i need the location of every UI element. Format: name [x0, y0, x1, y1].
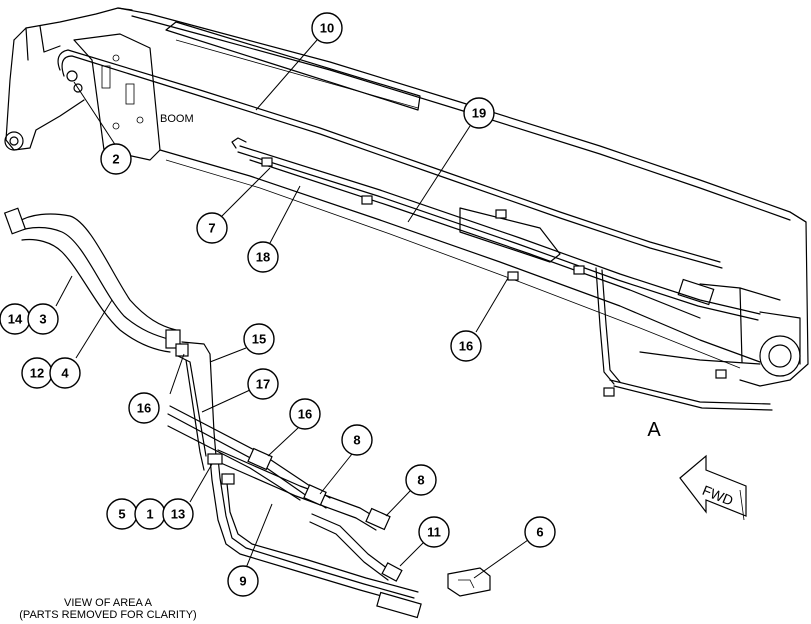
svg-text:11: 11: [427, 525, 441, 540]
svg-text:8: 8: [417, 473, 424, 488]
callout-8-lower: 8: [405, 464, 437, 496]
area-label: A: [647, 419, 661, 441]
callout-8-upper: 8: [341, 424, 373, 456]
callout-6: 6: [524, 516, 556, 548]
callout-18: 18: [247, 241, 279, 273]
svg-text:18: 18: [256, 250, 270, 265]
view-title: VIEW OF AREA A: [64, 597, 153, 609]
callout-5: 5: [106, 498, 138, 530]
callout-9: 9: [227, 565, 259, 597]
fwd-arrow: FWD: [679, 454, 747, 521]
svg-text:15: 15: [252, 332, 266, 347]
callout-15: 15: [243, 323, 275, 355]
callout-16-boom: 16: [450, 330, 482, 362]
svg-text:6: 6: [536, 525, 543, 540]
svg-text:19: 19: [472, 106, 486, 121]
callout-16-left: 16: [128, 392, 160, 424]
svg-text:16: 16: [459, 339, 473, 354]
view-subtitle: (PARTS REMOVED FOR CLARITY): [19, 609, 196, 621]
callouts: 10 19 2 7 18 16 14 3 12 4 16 15 17 16 8 …: [0, 12, 556, 597]
svg-text:4: 4: [61, 366, 69, 381]
callout-17: 17: [247, 368, 279, 400]
svg-text:9: 9: [239, 574, 246, 589]
callout-14: 14: [0, 303, 31, 335]
callout-19: 19: [463, 97, 495, 129]
svg-text:16: 16: [298, 407, 312, 422]
svg-text:16: 16: [137, 401, 151, 416]
callout-7: 7: [196, 212, 228, 244]
callout-11: 11: [418, 516, 450, 548]
leader-lines: [55, 39, 529, 579]
area-a-detail: [3, 207, 491, 619]
svg-text:14: 14: [8, 312, 23, 327]
callout-12: 12: [21, 357, 53, 389]
callout-3: 3: [27, 303, 59, 335]
boom-structure: [4, 7, 809, 387]
svg-text:1: 1: [146, 507, 153, 522]
svg-text:12: 12: [30, 366, 44, 381]
callout-16-mid: 16: [289, 398, 321, 430]
callout-1: 1: [134, 498, 166, 530]
svg-text:10: 10: [320, 21, 334, 36]
svg-text:8: 8: [353, 433, 360, 448]
svg-text:7: 7: [208, 221, 215, 236]
callout-13: 13: [162, 498, 194, 530]
boom-label: BOOM: [160, 113, 194, 125]
callout-10: 10: [311, 12, 343, 44]
svg-text:17: 17: [256, 377, 270, 392]
callout-2: 2: [100, 143, 132, 175]
svg-text:2: 2: [112, 152, 119, 167]
svg-text:5: 5: [118, 507, 125, 522]
svg-text:3: 3: [39, 312, 46, 327]
callout-4: 4: [49, 357, 81, 389]
svg-text:13: 13: [171, 507, 185, 522]
boom-hose-lines: [57, 49, 773, 411]
